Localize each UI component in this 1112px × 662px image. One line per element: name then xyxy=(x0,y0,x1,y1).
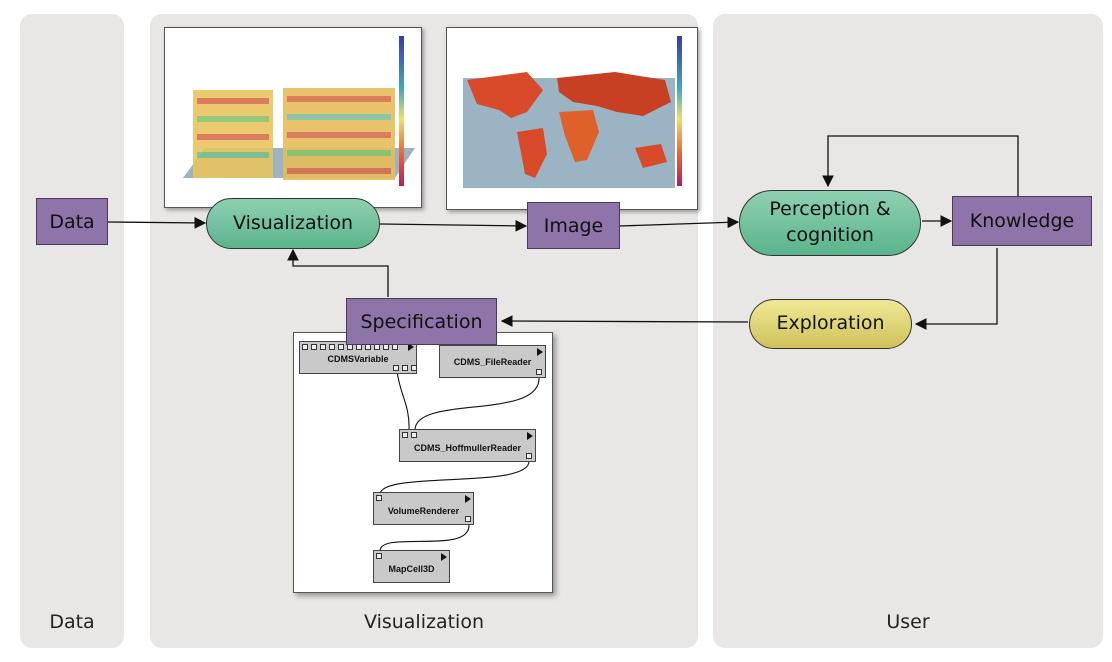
visualization-panel-label: Visualization xyxy=(363,611,484,633)
play-arrow-icon xyxy=(465,495,471,503)
volume-render-thumbnail xyxy=(164,27,422,208)
data-node: Data xyxy=(36,198,108,245)
input-port[interactable] xyxy=(376,553,382,559)
output-port[interactable] xyxy=(411,365,417,371)
play-arrow-icon xyxy=(537,348,543,356)
perception-line-1: Perception & xyxy=(769,198,891,221)
output-port[interactable] xyxy=(402,365,408,371)
input-port[interactable] xyxy=(329,344,335,350)
module-cdms-variable-label: CDMSVariable xyxy=(327,353,389,364)
perception-cognition-node: Perception & cognition xyxy=(739,190,921,256)
module-mapcell3d-label: MapCell3D xyxy=(388,563,435,574)
module-volume-renderer-label: VolumeRenderer xyxy=(387,505,460,516)
input-port[interactable] xyxy=(338,344,344,350)
module-mapcell3d[interactable]: MapCell3D xyxy=(373,550,450,583)
input-port[interactable] xyxy=(320,344,326,350)
module-cdms-filereader-label: CDMS_FileReader xyxy=(453,356,532,367)
input-port[interactable] xyxy=(376,495,382,501)
play-arrow-icon xyxy=(408,343,414,351)
knowledge-node: Knowledge xyxy=(952,196,1092,246)
input-port[interactable] xyxy=(302,344,308,350)
input-port[interactable] xyxy=(311,344,317,350)
visualization-node: Visualization xyxy=(206,198,380,249)
output-port[interactable] xyxy=(526,453,532,459)
module-cdms-hoffmuller-reader[interactable]: CDMS_HoffmullerReader xyxy=(399,429,536,462)
output-port[interactable] xyxy=(536,369,542,375)
specification-node: Specification xyxy=(346,298,497,345)
output-port[interactable] xyxy=(393,365,399,371)
data-panel-label: Data xyxy=(49,611,95,633)
input-port[interactable] xyxy=(411,432,417,438)
play-arrow-icon xyxy=(527,432,533,440)
image-node: Image xyxy=(527,202,620,249)
data-panel xyxy=(20,14,124,648)
module-volume-renderer[interactable]: VolumeRenderer xyxy=(373,492,474,525)
output-port[interactable] xyxy=(465,516,471,522)
perception-line-2: cognition xyxy=(786,224,874,246)
module-cdms-hoffmuller-label: CDMS_HoffmullerReader xyxy=(413,442,522,453)
input-port[interactable] xyxy=(402,432,408,438)
user-panel-label: User xyxy=(886,611,930,633)
world-map-thumbnail xyxy=(446,27,698,210)
exploration-node: Exploration xyxy=(749,299,912,349)
module-cdms-filereader[interactable]: CDMS_FileReader xyxy=(439,345,546,378)
play-arrow-icon xyxy=(441,553,447,561)
